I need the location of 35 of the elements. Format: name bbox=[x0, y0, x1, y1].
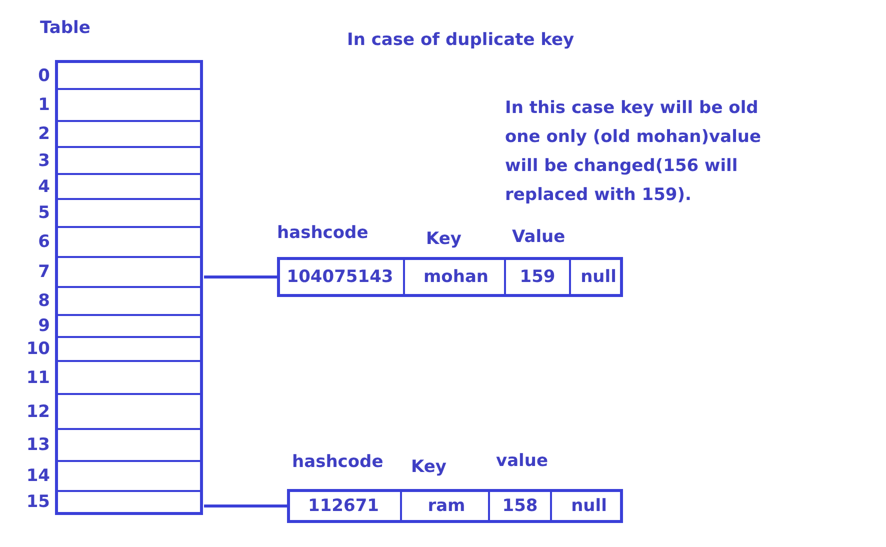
field-heading: value bbox=[496, 451, 548, 471]
slot-index: 5 bbox=[37, 203, 50, 223]
field-value: 104075143 bbox=[286, 267, 394, 287]
slot-index: 12 bbox=[25, 402, 50, 422]
slot-index: 2 bbox=[37, 124, 50, 144]
field-heading: Key bbox=[426, 229, 462, 249]
note-text: In this case key will be old one only (old mohan)value will be changed(156 will replaced with 159). bbox=[505, 97, 762, 207]
field-value: mohan bbox=[422, 267, 490, 287]
slot-index: 9 bbox=[37, 316, 50, 336]
field-value: null bbox=[570, 496, 608, 516]
slot-index: 7 bbox=[37, 262, 50, 282]
connector-line bbox=[204, 276, 277, 278]
table-title: Table bbox=[40, 18, 90, 38]
slot-index: 4 bbox=[37, 176, 50, 196]
field-heading: Key bbox=[411, 457, 446, 477]
slot-index: 6 bbox=[37, 232, 50, 252]
field-heading: hashcode bbox=[292, 452, 384, 472]
slot-index: 10 bbox=[25, 339, 50, 359]
slot-index: 3 bbox=[37, 150, 50, 170]
slot-index: 1 bbox=[37, 95, 50, 115]
field-value: 112671 bbox=[307, 496, 380, 516]
field-heading: hashcode bbox=[277, 223, 368, 243]
slot-index: 8 bbox=[37, 291, 50, 311]
diagram-title: In case of duplicate key bbox=[347, 30, 574, 50]
field-value: 158 bbox=[501, 496, 539, 516]
slot-index: 11 bbox=[25, 368, 50, 388]
slot-index: 15 bbox=[25, 492, 50, 512]
field-value: ram bbox=[426, 496, 466, 516]
slot-index: 14 bbox=[25, 466, 50, 486]
field-value: 159 bbox=[518, 267, 556, 287]
slot-index: 0 bbox=[37, 66, 50, 86]
connector-line bbox=[204, 504, 287, 508]
field-value: null bbox=[580, 267, 618, 287]
field-heading: Value bbox=[512, 227, 566, 247]
slot-index: 13 bbox=[25, 435, 50, 455]
